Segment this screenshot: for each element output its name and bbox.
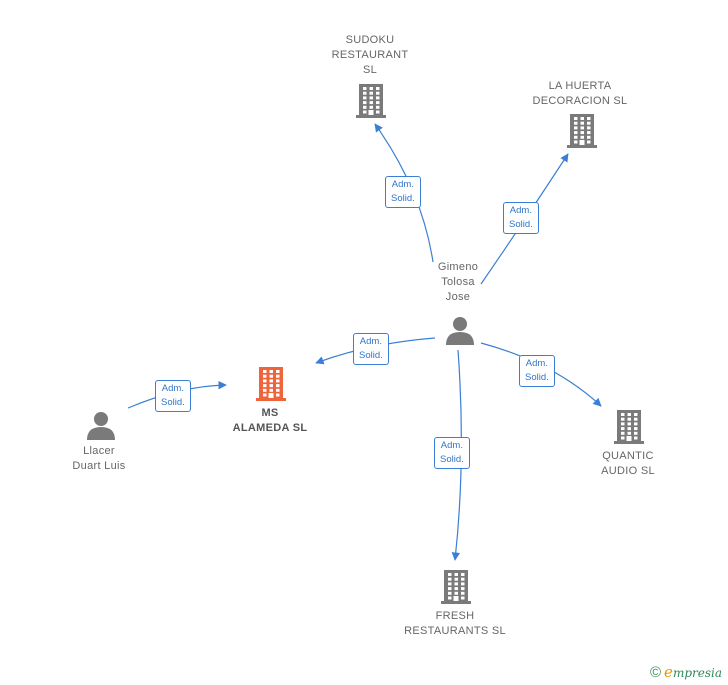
edge-label-text: Adm. [161,383,184,394]
node-label-line: ALAMEDA SL [232,422,308,434]
building-icon-sudoku[interactable] [355,83,387,124]
node-label-fresh[interactable]: FRESH RESTAURANTS SL [404,609,506,639]
node-label-line: RESTAURANT [331,49,409,61]
edge-label-text: Solid. [161,397,185,408]
node-label-line: SL [362,64,378,76]
person-icon-gimeno[interactable] [444,314,476,351]
edge-label-e5[interactable]: Adm. Solid. [519,355,555,387]
node-label-line: FRESH [435,610,475,622]
brand-logo: empresia [664,663,722,681]
building-icon-huerta[interactable] [566,113,598,154]
edge-label-e2[interactable]: Adm. Solid. [503,202,539,234]
edge-label-text: Adm. [440,440,463,451]
edge-label-e3[interactable]: Adm. Solid. [353,333,389,365]
edge-label-e6[interactable]: Adm. Solid. [434,437,470,469]
node-label-line: LA HUERTA [548,80,612,92]
building-icon-ms[interactable] [255,366,287,407]
node-label-quantic[interactable]: QUANTIC AUDIO SL [601,449,655,479]
node-label-line: Duart Luis [72,460,126,472]
node-label-line: Llacer [83,445,115,457]
node-label-line: Jose [445,291,471,303]
node-label-ms[interactable]: MS ALAMEDA SL [233,406,308,436]
node-label-line: QUANTIC [602,450,654,462]
edge-label-e4[interactable]: Adm. Solid. [155,380,191,412]
edge-label-text: Adm. [509,205,532,216]
footer-brand: © empresia [650,663,722,681]
node-label-line: RESTAURANTS SL [404,625,506,637]
edge-label-text: Adm. [525,358,548,369]
node-label-line: AUDIO SL [601,465,655,477]
edge-label-text: Solid. [525,372,549,383]
edge-label-text: Adm. [359,336,382,347]
building-icon-quantic[interactable] [613,409,645,450]
edge-label-text: Solid. [359,350,383,361]
edge-label-text: Solid. [391,193,415,204]
node-label-line: Gimeno [437,261,479,273]
building-icon-fresh[interactable] [440,569,472,610]
node-label-line: MS [261,407,279,419]
node-label-line: DECORACION SL [532,95,628,107]
edge-label-text: Adm. [391,179,414,190]
copyright-icon: © [649,663,662,681]
node-label-line: Tolosa [441,276,475,288]
node-label-line: SUDOKU [345,34,395,46]
edge-label-text: Solid. [509,219,533,230]
node-label-huerta[interactable]: LA HUERTA DECORACION SL [533,79,628,109]
node-label-sudoku[interactable]: SUDOKU RESTAURANT SL [332,33,409,78]
edge-label-e1[interactable]: Adm. Solid. [385,176,421,208]
person-icon-llacer[interactable] [85,409,117,446]
edge-label-text: Solid. [440,454,464,465]
